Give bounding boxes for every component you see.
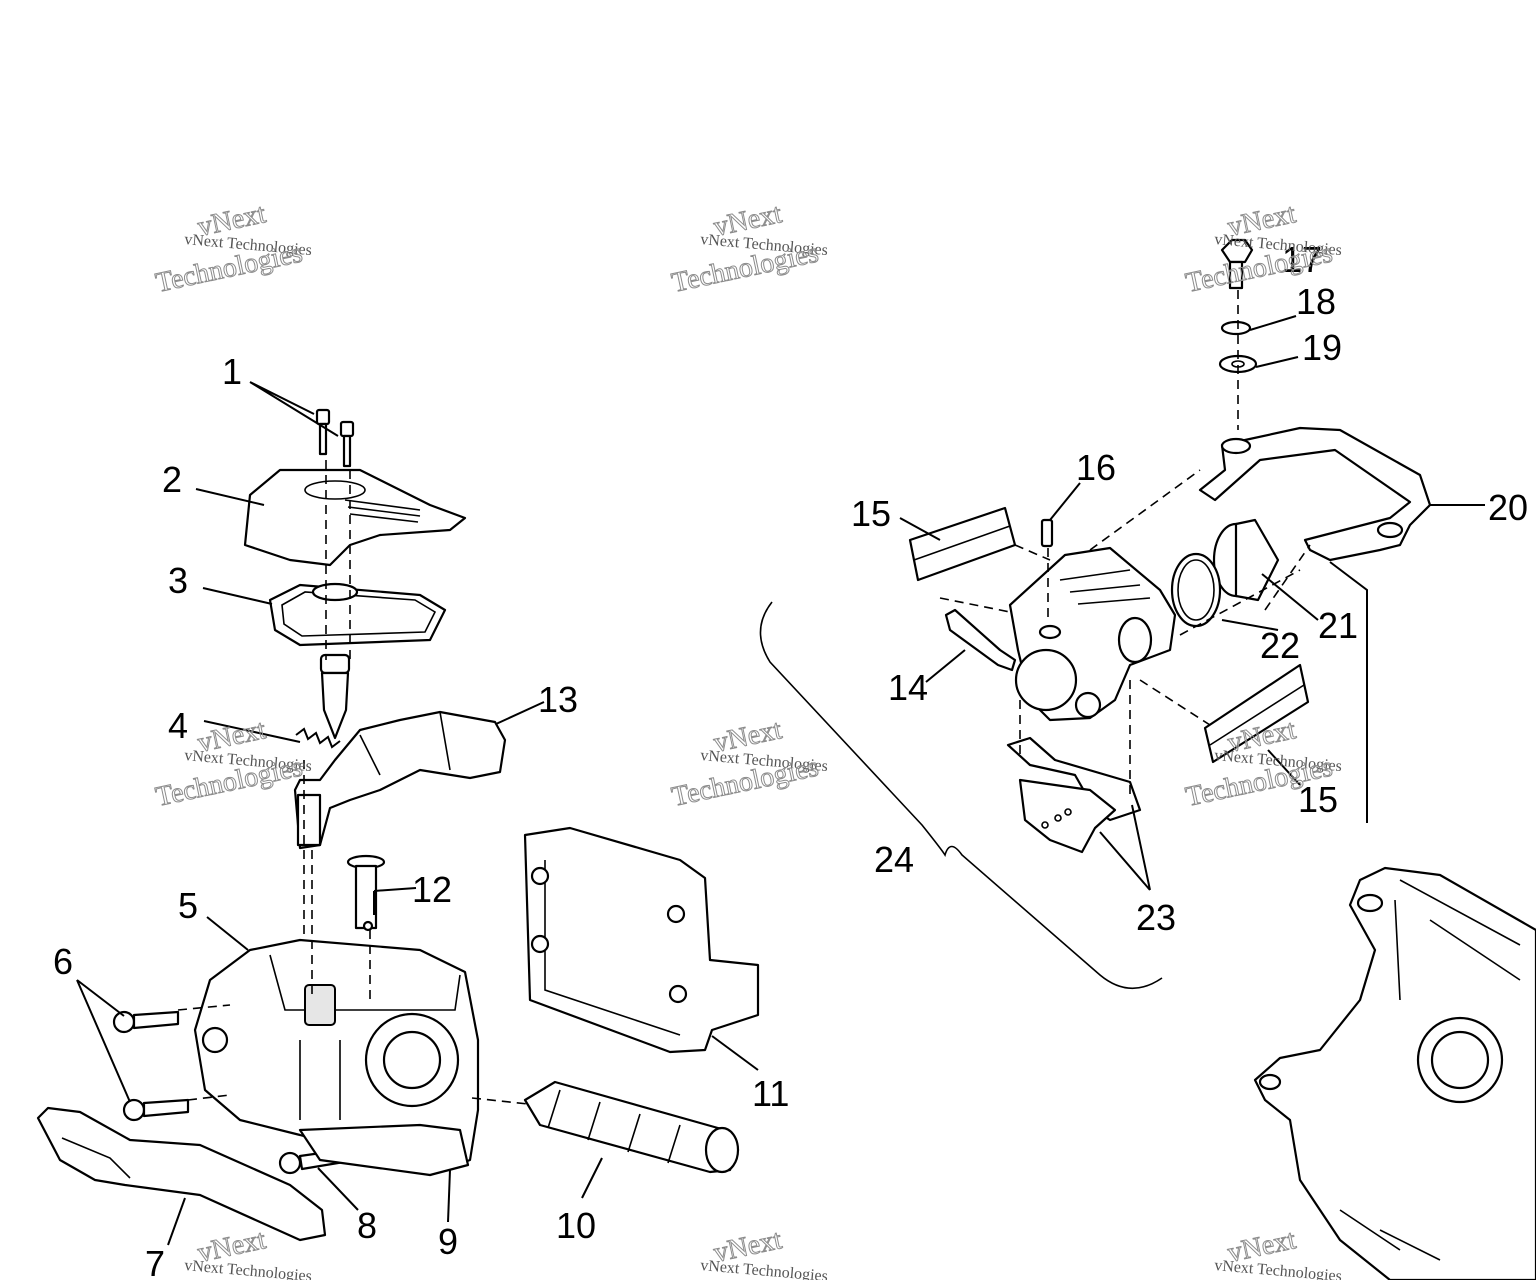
- callout-6: 6: [53, 941, 73, 982]
- part-body-5: [193, 938, 480, 1177]
- alignment-lines-right: [939, 290, 1311, 800]
- leader-lines: [76, 315, 1485, 1246]
- callout-20: 20: [1488, 487, 1528, 528]
- part-lever-bracket-13: [293, 710, 507, 850]
- callout-13: 13: [538, 679, 578, 720]
- callout-7: 7: [145, 1243, 165, 1280]
- watermark-bottom-right: vNext vNext Technologies: [1214, 1224, 1343, 1280]
- callout-24: 24: [874, 839, 914, 880]
- watermark-bottom-center: vNext vNext Technologies: [700, 1224, 829, 1280]
- part-clip-15-lower: [1203, 663, 1310, 764]
- callout-19: 19: [1302, 327, 1342, 368]
- callout-12: 12: [412, 869, 452, 910]
- part-spring-4: [295, 727, 341, 749]
- watermark-top-center: vNext vNext Technologies Technologies: [669, 198, 829, 300]
- part-pin-12: [346, 854, 386, 932]
- callout-17: 17: [1282, 239, 1322, 280]
- callout-23: 23: [1136, 897, 1176, 938]
- callout-16: 16: [1076, 447, 1116, 488]
- callout-9: 9: [438, 1221, 458, 1262]
- part-seal-22: [1170, 552, 1222, 628]
- part-clamp-9: [298, 1123, 470, 1177]
- callout-15-upper: 15: [851, 493, 891, 534]
- part-screws-6: [112, 1010, 190, 1122]
- bracket-brace-24: [759, 601, 1163, 990]
- callout-2: 2: [162, 459, 182, 500]
- callout-5: 5: [178, 885, 198, 926]
- watermark-text: vNext Technologies: [184, 1257, 313, 1280]
- callout-3: 3: [168, 560, 188, 601]
- callout-22: 22: [1260, 625, 1300, 666]
- watermark-text: vNext Technologies: [1214, 1257, 1343, 1280]
- callout-1: 1: [222, 351, 242, 392]
- callout-8: 8: [357, 1205, 377, 1246]
- part-lever-7: [36, 1106, 327, 1242]
- part-pads-23: [1006, 736, 1142, 854]
- part-piston-21: [1212, 518, 1280, 602]
- part-bolt-17: [1220, 238, 1254, 290]
- callout-10: 10: [556, 1205, 596, 1246]
- callout-18: 18: [1296, 281, 1336, 322]
- part-pin-14: [944, 608, 1017, 672]
- part-screws-1: [315, 408, 355, 468]
- part-diaphragm-3: [268, 582, 447, 647]
- part-lockwasher-18: [1220, 320, 1252, 336]
- callout-14: 14: [888, 667, 928, 708]
- callout-11: 11: [752, 1073, 789, 1114]
- part-clip-15-upper: [908, 506, 1017, 582]
- callout-labels: 1 2 3 4 5 6 7 8 9 10 11 12 13 14 15 16 1…: [53, 239, 1528, 1280]
- watermark-top-left: vNext vNext Technologies Technologies: [153, 198, 313, 300]
- part-bracket-20: [1198, 426, 1432, 562]
- part-bleeder-16: [1040, 518, 1054, 548]
- part-caliper-body: [1008, 546, 1177, 722]
- part-plunger: [319, 653, 351, 740]
- part-cover-2: [243, 468, 467, 567]
- watermark-middle-center: vNext vNext Technologies Technologies: [669, 714, 829, 814]
- callout-15-lower: 15: [1298, 779, 1338, 820]
- alignment-lines-left: [177, 460, 529, 1105]
- ref-line-20: [1329, 561, 1368, 823]
- part-sleeve-10: [523, 1080, 740, 1174]
- watermark-text: vNext Technologies: [700, 1257, 829, 1280]
- callout-4: 4: [168, 705, 188, 746]
- part-cover-11: [523, 826, 760, 1054]
- part-frame-partial: [1253, 866, 1536, 1280]
- callout-21: 21: [1318, 605, 1358, 646]
